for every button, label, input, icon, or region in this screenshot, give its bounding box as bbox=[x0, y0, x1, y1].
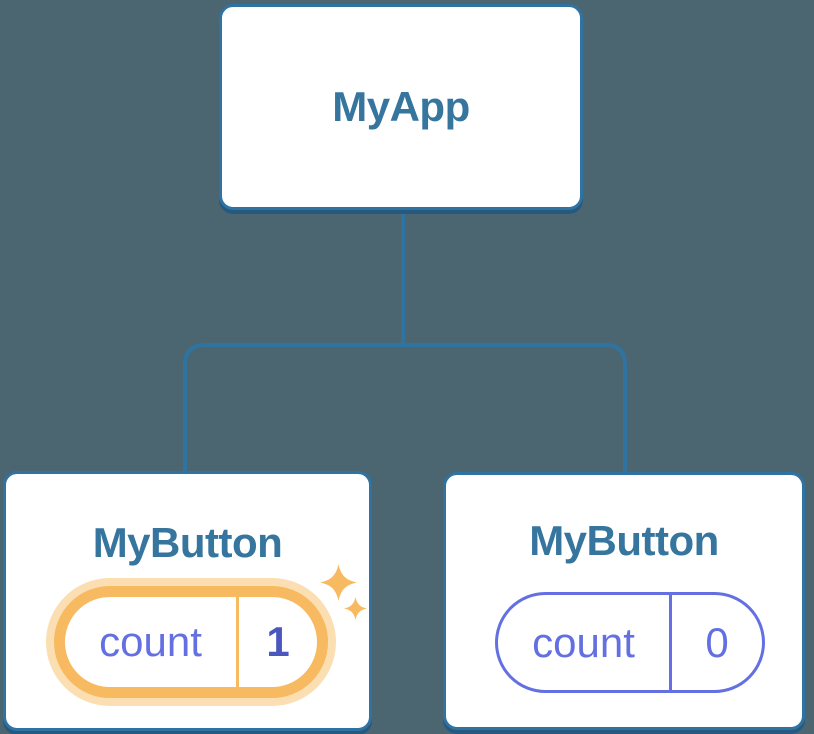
state-pill-divider bbox=[669, 595, 672, 690]
state-pill-divider bbox=[236, 597, 239, 687]
state-value: 1 bbox=[266, 618, 290, 665]
node-myapp-label: MyApp bbox=[332, 83, 470, 130]
state-key: count bbox=[99, 618, 202, 665]
state-pill: count 0 bbox=[495, 592, 765, 693]
node-myapp: MyApp bbox=[219, 4, 583, 210]
connector-branch bbox=[183, 343, 627, 474]
node-mybutton-label: MyButton bbox=[92, 519, 283, 566]
sparkle-icon bbox=[320, 564, 367, 620]
node-mybutton-plain: MyButton count 0 bbox=[443, 472, 805, 730]
node-mybutton-label: MyButton bbox=[529, 517, 719, 564]
state-pill-highlighted: count 1 bbox=[54, 586, 328, 698]
node-mybutton-highlighted: MyButton count 1 bbox=[3, 471, 372, 731]
state-value: 0 bbox=[705, 618, 729, 666]
sparkle-large-icon bbox=[320, 564, 357, 601]
state-key: count bbox=[532, 618, 635, 666]
sparkle-small-icon bbox=[344, 597, 367, 620]
